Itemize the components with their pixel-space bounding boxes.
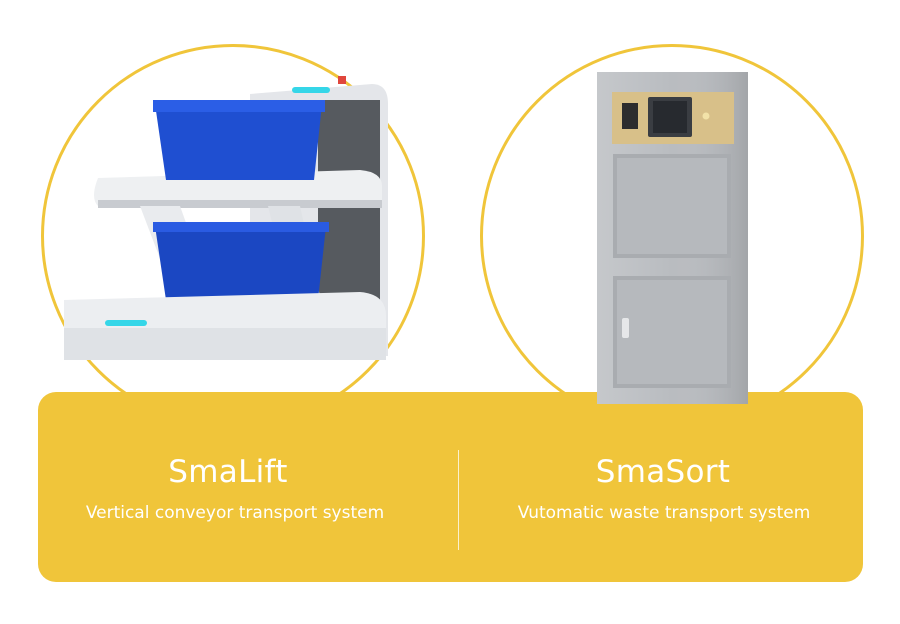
smalift-subtitle: Vertical conveyor transport system: [85, 503, 385, 523]
product-info-panel: [38, 392, 863, 582]
smasort-title: SmaSort: [595, 454, 731, 490]
smalift-title: SmaLift: [168, 454, 288, 490]
vertical-conveyor-lift-image: [64, 76, 388, 360]
panel-divider: [458, 450, 459, 550]
smasort-subtitle: Vutomatic waste transport system: [517, 503, 811, 523]
waste-cabinet-image: [597, 72, 748, 404]
